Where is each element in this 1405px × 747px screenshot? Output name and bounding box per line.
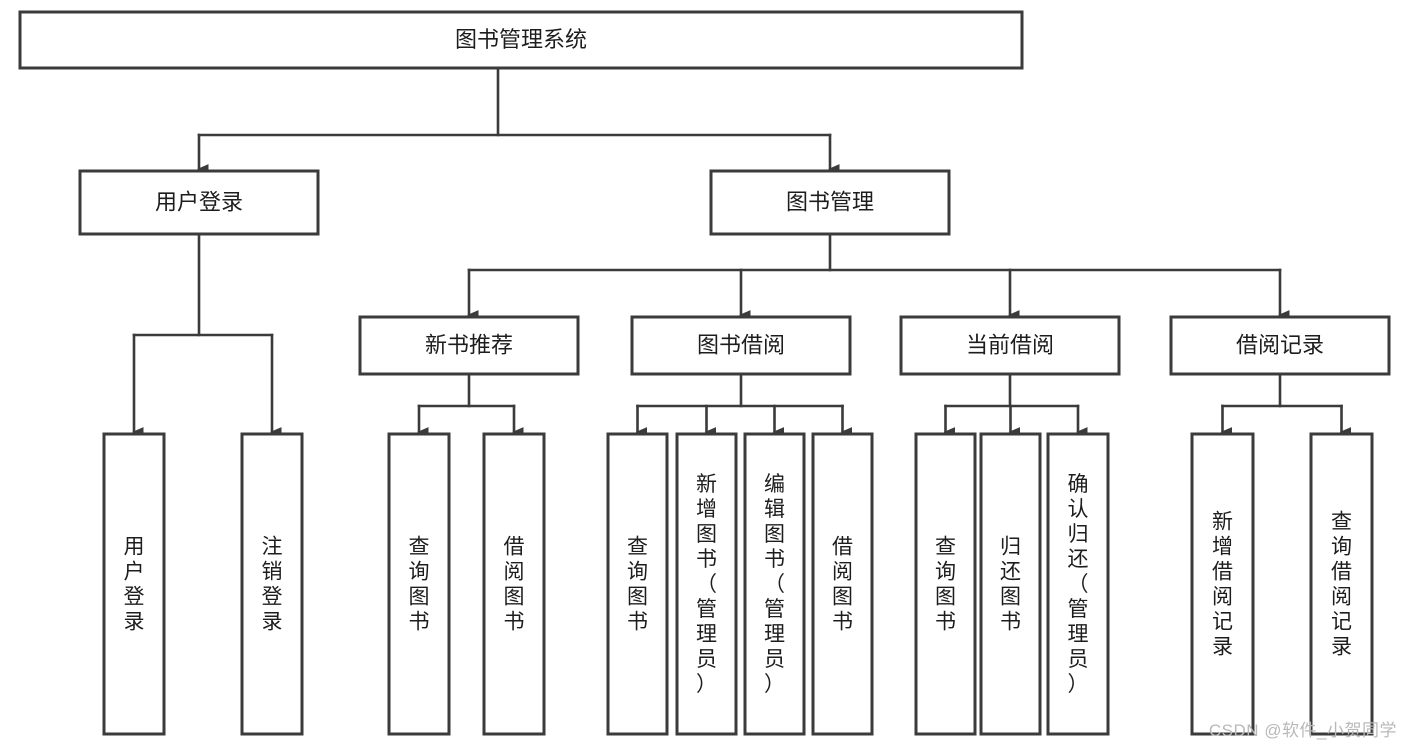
csdn-watermark: CSDN @软件_小贺同学 (1208, 721, 1397, 740)
node-user-login[interactable]: 用户登录 (78, 169, 320, 236)
node-leaf-query-borrow-record-label: 查询借阅记录 (1331, 511, 1352, 659)
node-leaf-borrow-book-2-label: 借阅图书 (832, 536, 853, 634)
node-leaf-borrow-book-1[interactable]: 借阅图书 (482, 432, 546, 736)
node-leaf-query-book-2[interactable]: 查询图书 (606, 432, 669, 736)
node-root-label: 图书管理系统 (455, 27, 587, 52)
node-leaf-user-login-label: 用户登录 (124, 536, 145, 634)
node-leaf-return-book-box[interactable] (979, 432, 1042, 736)
node-root-box[interactable] (18, 10, 1024, 70)
node-leaf-user-logout-label: 注销登录 (262, 536, 283, 634)
node-borrow-records-box[interactable] (1169, 315, 1391, 376)
node-leaf-confirm-return-label: 确认归还（管理员） (1068, 473, 1089, 696)
node-new-book-recommend-label: 新书推荐 (425, 332, 513, 357)
connectors-layer (132, 66, 1352, 437)
node-leaf-user-logout[interactable]: 注销登录 (240, 432, 304, 736)
node-leaf-add-book-box[interactable] (675, 432, 738, 736)
node-leaf-return-book-label: 归还图书 (1000, 536, 1021, 634)
node-user-login-label: 用户登录 (155, 189, 243, 214)
node-book-borrow-label: 图书借阅 (697, 332, 785, 357)
node-leaf-query-book-3[interactable]: 查询图书 (914, 432, 977, 736)
node-borrow-records[interactable]: 借阅记录 (1169, 315, 1391, 376)
node-leaf-confirm-return[interactable]: 确认归还（管理员） (1046, 432, 1110, 736)
node-leaf-query-book-1-label: 查询图书 (409, 536, 430, 634)
node-leaf-query-book-2-label: 查询图书 (627, 536, 648, 634)
node-current-borrow-box[interactable] (899, 315, 1121, 376)
node-root[interactable]: 图书管理系统 (18, 10, 1024, 70)
node-leaf-query-book-3-box[interactable] (914, 432, 977, 736)
node-leaf-add-book[interactable]: 新增图书（管理员） (675, 432, 738, 736)
node-user-login-box[interactable] (78, 169, 320, 236)
node-book-borrow[interactable]: 图书借阅 (630, 315, 852, 376)
node-leaf-user-logout-box[interactable] (240, 432, 304, 736)
node-leaf-query-book-3-label: 查询图书 (935, 536, 956, 634)
node-current-borrow[interactable]: 当前借阅 (899, 315, 1121, 376)
node-borrow-records-label: 借阅记录 (1236, 332, 1324, 357)
node-leaf-confirm-return-box[interactable] (1046, 432, 1110, 736)
node-leaf-borrow-book-2-box[interactable] (811, 432, 874, 736)
node-book-management-box[interactable] (709, 169, 951, 236)
node-leaf-add-borrow-record-box[interactable] (1190, 432, 1255, 736)
node-leaf-query-book-1[interactable]: 查询图书 (387, 432, 451, 736)
node-leaf-add-book-label: 新增图书（管理员） (696, 473, 717, 696)
node-new-book-recommend-box[interactable] (358, 315, 580, 376)
node-leaf-edit-book-label: 编辑图书（管理员） (764, 473, 785, 696)
node-leaf-edit-book-box[interactable] (743, 432, 806, 736)
node-leaf-user-login[interactable]: 用户登录 (102, 432, 166, 736)
node-leaf-query-book-1-box[interactable] (387, 432, 451, 736)
node-leaf-query-borrow-record-box[interactable] (1309, 432, 1374, 736)
node-leaf-add-borrow-record-label: 新增借阅记录 (1212, 511, 1233, 659)
node-leaf-edit-book[interactable]: 编辑图书（管理员） (743, 432, 806, 736)
node-leaf-return-book[interactable]: 归还图书 (979, 432, 1042, 736)
node-book-management[interactable]: 图书管理 (709, 169, 951, 236)
node-book-management-label: 图书管理 (786, 189, 874, 214)
node-leaf-query-borrow-record[interactable]: 查询借阅记录 (1309, 432, 1374, 736)
node-leaf-borrow-book-1-box[interactable] (482, 432, 546, 736)
node-leaf-add-borrow-record[interactable]: 新增借阅记录 (1190, 432, 1255, 736)
node-book-borrow-box[interactable] (630, 315, 852, 376)
node-leaf-borrow-book-1-label: 借阅图书 (504, 536, 525, 634)
node-new-book-recommend[interactable]: 新书推荐 (358, 315, 580, 376)
node-leaf-borrow-book-2[interactable]: 借阅图书 (811, 432, 874, 736)
node-leaf-query-book-2-box[interactable] (606, 432, 669, 736)
node-leaf-user-login-box[interactable] (102, 432, 166, 736)
node-current-borrow-label: 当前借阅 (966, 332, 1054, 357)
boxes-layer: 图书管理系统用户登录图书管理新书推荐图书借阅当前借阅借阅记录用户登录注销登录查询… (18, 10, 1391, 736)
